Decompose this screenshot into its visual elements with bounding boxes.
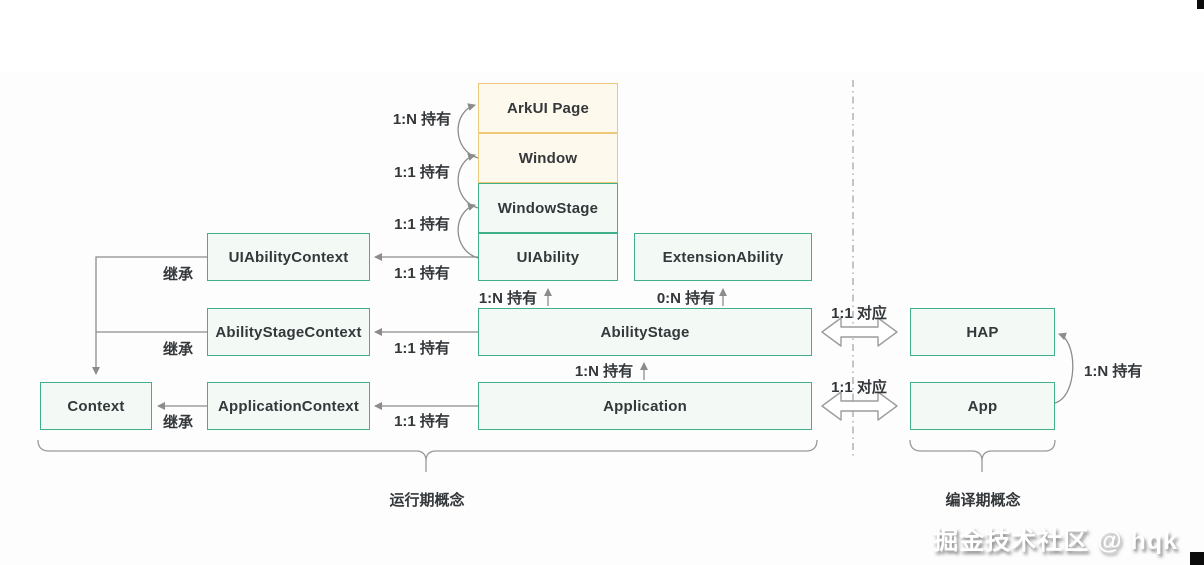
box-hap: HAP — [910, 308, 1055, 356]
label-abilitystage-holds-uiability: 1:N 持有 — [478, 290, 538, 307]
compile-concepts-brace — [909, 439, 1056, 472]
watermark-text: 掘金技术社区 @ hqk — [933, 527, 1178, 555]
runtime-concepts-brace — [37, 439, 818, 472]
double-arrow-application-app — [821, 391, 898, 421]
label-window-holds-arkui-page: 1:N 持有 — [392, 111, 452, 128]
label-abilitystage-holds-stagecontext: 1:1 持有 — [394, 340, 450, 357]
box-context: Context — [40, 382, 152, 430]
label-application-holds-abilitystage: 1:N 持有 — [574, 363, 634, 380]
box-application-context: ApplicationContext — [207, 382, 370, 430]
double-arrow-abilitystage-hap — [821, 317, 898, 347]
box-ability-stage-context: AbilityStageContext — [207, 308, 370, 356]
runtime-concepts-label: 运行期概念 — [389, 492, 465, 509]
label-applicationcontext-inherit: 继承 — [162, 414, 194, 431]
box-arkui-page: ArkUI Page — [478, 83, 618, 133]
box-window: Window — [478, 133, 618, 183]
label-application-holds-appcontext: 1:1 持有 — [394, 413, 450, 430]
box-application: Application — [478, 382, 812, 430]
line-uiabilitycontext-inherit — [92, 256, 207, 375]
compile-concepts-label: 编译期概念 — [945, 492, 1021, 509]
label-app-holds-hap: 1:N 持有 — [1084, 363, 1143, 380]
label-uiability-holds-windowstage: 1:1 持有 — [394, 216, 450, 233]
label-abilitystagecontext-inherit: 继承 — [162, 341, 194, 358]
label-abilitystage-holds-extensionability: 0:N 持有 — [656, 290, 716, 307]
arc-app-to-hap — [1054, 332, 1074, 404]
arc-windowstage-to-window — [457, 153, 479, 209]
black-mark-top-right — [1197, 0, 1204, 9]
box-app: App — [910, 382, 1055, 430]
box-ability-stage: AbilityStage — [478, 308, 812, 356]
box-window-stage: WindowStage — [478, 183, 618, 233]
box-extension-ability: ExtensionAbility — [634, 233, 812, 281]
box-ui-ability-context: UIAbilityContext — [207, 233, 370, 281]
box-ui-ability: UIAbility — [478, 233, 618, 281]
label-uiabilitycontext-inherit: 继承 — [162, 266, 194, 283]
label-application-corresponds-app: 1:1 对应 — [831, 379, 887, 396]
label-uiability-holds-uiabilitycontext: 1:1 持有 — [394, 265, 450, 282]
black-mark-bottom-right — [1190, 552, 1204, 565]
arc-uiability-to-windowstage — [457, 203, 479, 259]
arc-window-to-arkui-page — [457, 103, 479, 159]
label-windowstage-holds-window: 1:1 持有 — [394, 164, 450, 181]
label-abilitystage-corresponds-hap: 1:1 对应 — [831, 305, 887, 322]
